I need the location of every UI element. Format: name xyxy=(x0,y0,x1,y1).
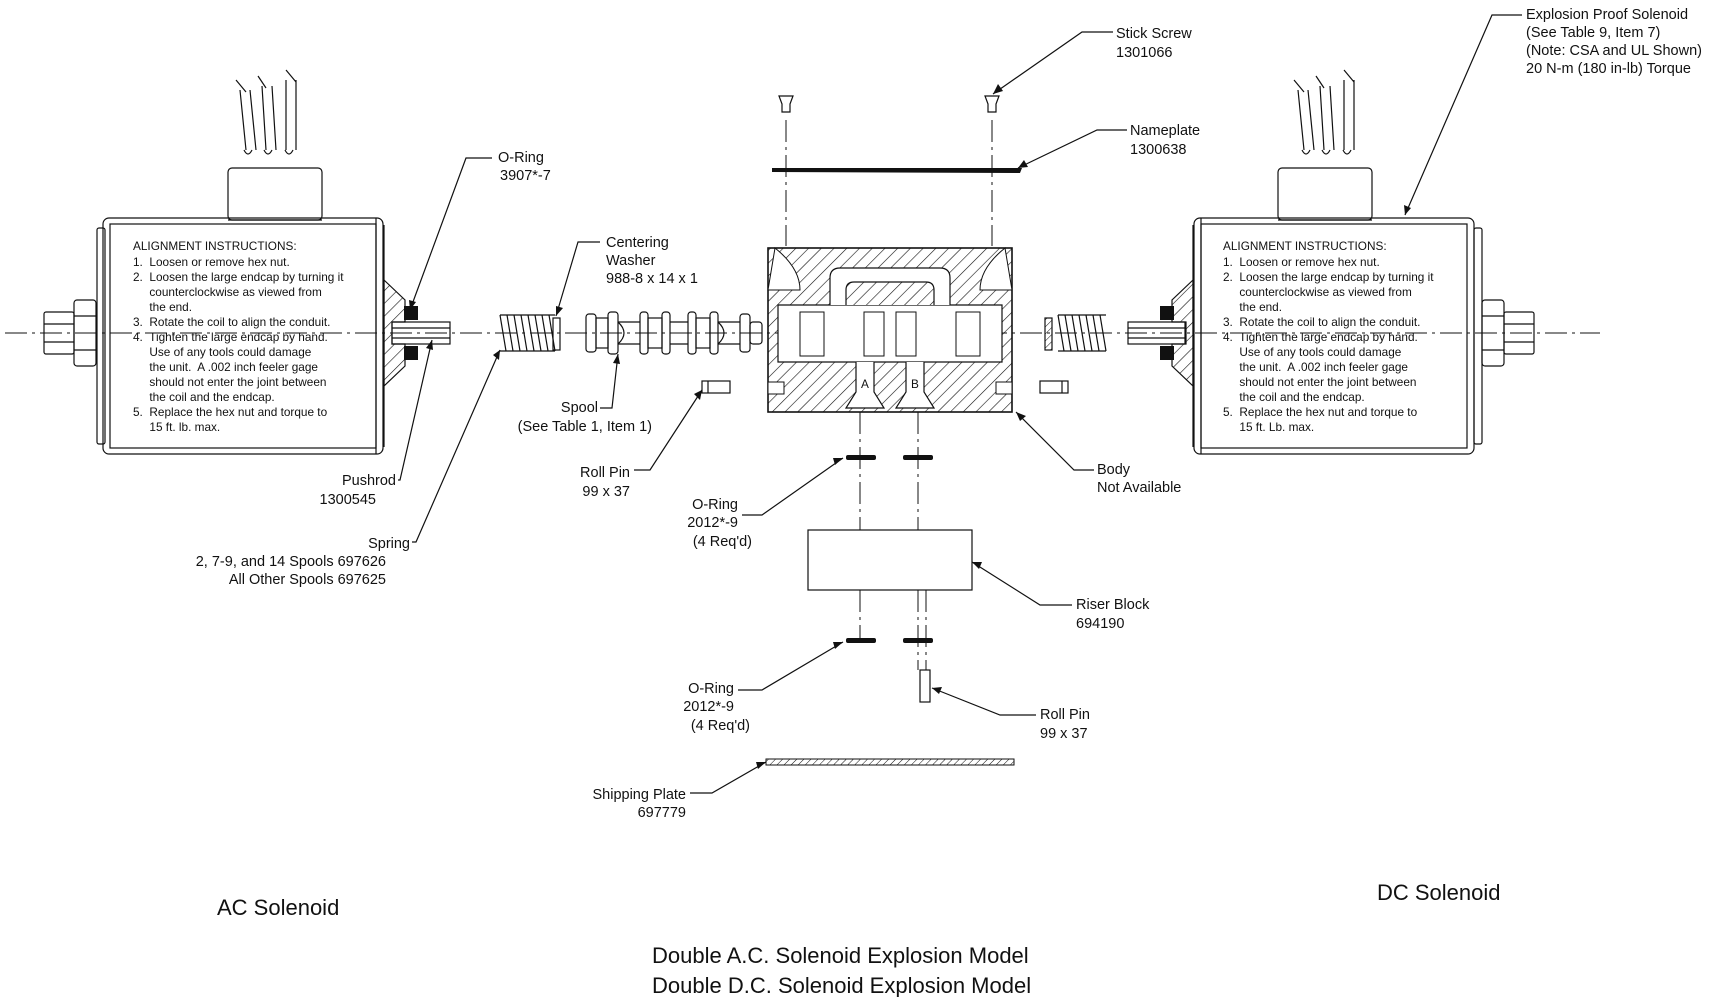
spool-drawing xyxy=(585,311,763,355)
right-spring-drawing xyxy=(1044,314,1107,352)
explosion-solenoid-torque: 20 N-m (180 in-lb) Torque xyxy=(1526,61,1691,77)
alignment-instructions-left: ALIGNMENT INSTRUCTIONS: 1. Loosen or rem… xyxy=(133,239,344,434)
dc-solenoid-caption: DC Solenoid xyxy=(1377,880,1501,905)
o-ring-mid-b-drawing xyxy=(903,455,933,460)
alignment-line: 3. Rotate the coil to align the conduit. xyxy=(133,315,330,329)
o-ring-low-b-drawing xyxy=(903,638,933,643)
alignment-title-left: ALIGNMENT INSTRUCTIONS: xyxy=(133,239,297,253)
ac-solenoid-caption: AC Solenoid xyxy=(217,895,339,920)
valve-body-drawing: A B xyxy=(767,247,1013,413)
o-ring-top-number: 3907*-7 xyxy=(500,168,551,184)
o-ring-top-label: O-Ring xyxy=(498,150,544,166)
model-title-dc: Double D.C. Solenoid Explosion Model xyxy=(652,973,1031,997)
alignment-line: 1. Loosen or remove hex nut. xyxy=(1223,255,1380,269)
alignment-line: the unit. A .002 inch feeler gage xyxy=(133,360,318,374)
alignment-line: the unit. A .002 inch feeler gage xyxy=(1223,360,1408,374)
spool-label: Spool xyxy=(561,400,598,416)
nameplate-number: 1300638 xyxy=(1130,142,1186,158)
body-availability: Not Available xyxy=(1097,480,1181,496)
model-title-ac: Double A.C. Solenoid Explosion Model xyxy=(652,943,1029,968)
spring-spec-1: 2, 7-9, and 14 Spools 697626 xyxy=(196,554,386,570)
alignment-line: should not enter the joint between xyxy=(133,375,326,389)
alignment-line: 5. Replace the hex nut and torque to xyxy=(1223,405,1418,419)
shipping-plate-number: 697779 xyxy=(638,805,686,821)
alignment-line: 15 ft. Lb. max. xyxy=(1223,420,1314,434)
o-ring-low-a-drawing xyxy=(846,638,876,643)
alignment-line: 2. Loosen the large endcap by turning it xyxy=(133,270,344,284)
roll-pin-left-label: Roll Pin xyxy=(580,465,630,481)
explosion-solenoid-ref: (See Table 9, Item 7) xyxy=(1526,25,1660,41)
alignment-line: 4. Tighten the large endcap by hand. xyxy=(1223,330,1418,344)
o-ring-low-req: (4 Req'd) xyxy=(691,718,750,734)
pushrod-label: Pushrod xyxy=(342,473,396,489)
alignment-line: the coil and the endcap. xyxy=(133,390,275,404)
alignment-line: 2. Loosen the large endcap by turning it xyxy=(1223,270,1434,284)
centering-washer-number: 988-8 x 14 x 1 xyxy=(606,271,698,287)
nameplate-drawing xyxy=(772,168,1022,173)
alignment-line: 15 ft. lb. max. xyxy=(133,420,220,434)
centering-washer-label-2: Washer xyxy=(606,253,656,269)
centering-washer-label-1: Centering xyxy=(606,235,669,251)
alignment-line: counterclockwise as viewed from xyxy=(1223,285,1412,299)
stick-screw-label: Stick Screw xyxy=(1116,26,1192,42)
alignment-line: 3. Rotate the coil to align the conduit. xyxy=(1223,315,1420,329)
pushrod-number: 1300545 xyxy=(320,492,376,508)
explosion-solenoid-label: Explosion Proof Solenoid xyxy=(1526,7,1688,23)
alignment-line: Use of any tools could damage xyxy=(1223,345,1402,359)
alignment-line: Use of any tools could damage xyxy=(133,345,312,359)
riser-block-drawing xyxy=(807,529,973,591)
alignment-line: the end. xyxy=(133,300,192,314)
lower-roll-pin-drawing xyxy=(919,669,931,703)
shipping-plate-label: Shipping Plate xyxy=(592,787,686,803)
shipping-plate-drawing xyxy=(765,758,1015,766)
roll-pin-right-number: 99 x 37 xyxy=(1040,726,1088,742)
alignment-line: should not enter the joint between xyxy=(1223,375,1416,389)
alignment-line: counterclockwise as viewed from xyxy=(133,285,322,299)
alignment-line: 4. Tighten the large endcap by hand. xyxy=(133,330,328,344)
body-label: Body xyxy=(1097,462,1131,478)
spool-ref: (See Table 1, Item 1) xyxy=(518,419,652,435)
leader-arrowheads xyxy=(409,84,1411,769)
roll-pin-left-number: 99 x 37 xyxy=(582,484,630,500)
leader-lines xyxy=(398,14,1522,794)
o-ring-low-number: 2012*-9 xyxy=(683,699,734,715)
o-ring-mid-number: 2012*-9 xyxy=(687,515,738,531)
roll-pin-right-label: Roll Pin xyxy=(1040,707,1090,723)
stick-screw-number: 1301066 xyxy=(1116,45,1172,61)
left-roll-pin-drawing xyxy=(701,380,731,394)
dc-solenoid-drawing xyxy=(1127,69,1535,455)
alignment-title-right: ALIGNMENT INSTRUCTIONS: xyxy=(1223,239,1387,253)
spring-label: Spring xyxy=(368,536,410,552)
right-roll-pin-drawing xyxy=(1039,380,1069,394)
explosion-solenoid-note: (Note: CSA and UL Shown) xyxy=(1526,43,1702,59)
port-a-label: A xyxy=(861,377,869,391)
o-ring-low-label: O-Ring xyxy=(688,681,734,697)
port-b-label: B xyxy=(911,377,919,391)
ac-solenoid-drawing xyxy=(43,69,451,455)
o-ring-mid-a-drawing xyxy=(846,455,876,460)
spring-spec-2: All Other Spools 697625 xyxy=(229,572,386,588)
stick-screws-drawing xyxy=(778,95,1000,246)
o-ring-mid-req: (4 Req'd) xyxy=(693,534,752,550)
alignment-line: 5. Replace the hex nut and torque to xyxy=(133,405,328,419)
alignment-line: the coil and the endcap. xyxy=(1223,390,1365,404)
nameplate-label: Nameplate xyxy=(1130,123,1200,139)
alignment-line: 1. Loosen or remove hex nut. xyxy=(133,255,290,269)
alignment-instructions-right: ALIGNMENT INSTRUCTIONS: 1. Loosen or rem… xyxy=(1223,239,1434,434)
riser-block-number: 694190 xyxy=(1076,616,1124,632)
o-ring-mid-label: O-Ring xyxy=(692,497,738,513)
centering-washer-drawing xyxy=(552,317,561,351)
left-spring-drawing xyxy=(499,314,556,352)
riser-block-label: Riser Block xyxy=(1076,597,1150,613)
alignment-line: the end. xyxy=(1223,300,1282,314)
